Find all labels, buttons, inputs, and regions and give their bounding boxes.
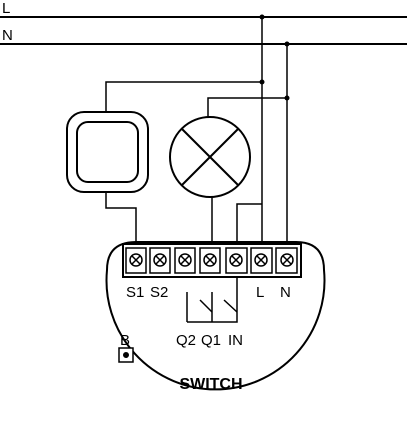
wires [105,17,288,250]
relay-contact-q1 [223,299,238,313]
relay-label-q2: Q2 [176,332,196,349]
button-b [118,347,134,363]
terminal-screw-n [280,253,294,267]
relay-common [187,277,238,323]
terminal-screw-s1 [129,253,143,267]
switch-symbol [66,111,149,193]
relay-label-q1: Q1 [201,332,221,349]
live-line-label: L [2,0,10,17]
neutral-line-label: N [2,27,13,44]
button-label: B [120,332,130,349]
wire-lamp-neutral [207,97,287,125]
wire-in-live [236,203,262,250]
terminal-screw-q1 [203,253,217,267]
module-title: SWITCH [179,376,242,393]
terminal-label-n: N [280,284,291,301]
terminal-label-s1: S1 [126,284,144,301]
wire-switch-s1 [105,192,137,250]
terminal-label-s2: S2 [150,284,168,301]
terminal-screw-in [229,253,243,267]
switch-inner [76,121,139,183]
junction-dots [259,14,290,101]
terminal-screw-l [254,253,268,267]
terminal-block [122,243,302,278]
terminal-screw-s2 [153,253,167,267]
relay-label-in: IN [228,332,243,349]
lamp-cross-b [181,128,239,186]
terminal-label-l: L [256,284,264,301]
relay-contact-q2 [199,299,213,313]
wire-switch-live [105,81,262,112]
terminal-screw-q2 [178,253,192,267]
lamp-symbol [169,116,251,198]
supply-lines [0,16,407,45]
relay-contacts [186,277,238,323]
